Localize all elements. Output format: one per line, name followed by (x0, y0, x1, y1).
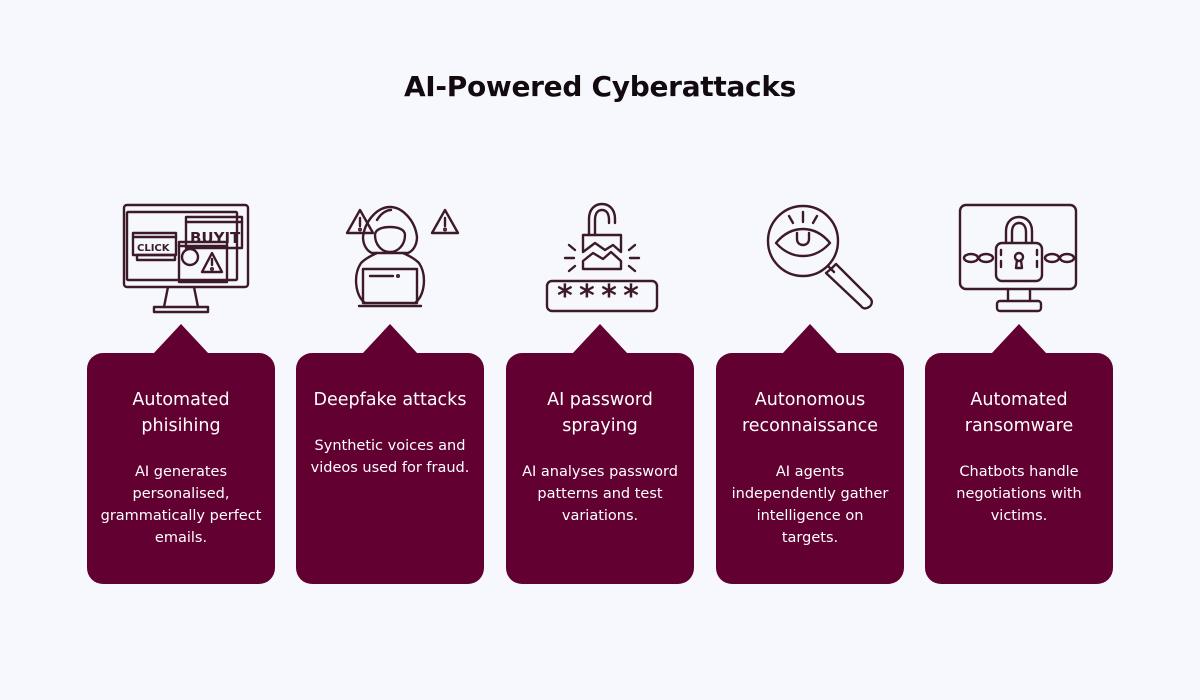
page-title: AI-Powered Cyberattacks (403, 70, 797, 103)
svg-text:CLICK: CLICK (137, 243, 171, 254)
hooded-hacker-icon (315, 195, 465, 320)
card-title: Autonomous reconnaissance (741, 390, 879, 436)
password-mask: **** (555, 279, 645, 314)
card-description: AI generates personalised, grammatically… (100, 464, 262, 546)
card-pointer (153, 324, 209, 354)
card-title: Automated phisihing (132, 390, 230, 436)
phishing-monitor-icon: BUYIT CLICK (106, 195, 256, 320)
attack-item-reconnaissance: Autonomous reconnaissance AI agents inde… (716, 195, 904, 585)
warning-icon-right (430, 208, 460, 235)
broken-lock-password-icon: **** (525, 195, 675, 320)
attack-card: Autonomous reconnaissance AI agents inde… (716, 353, 904, 584)
card-pointer (572, 324, 628, 354)
card-description: Chatbots handle negotiations with victim… (956, 464, 1082, 524)
card-description: AI analyses password patterns and test v… (522, 464, 678, 524)
attack-card: Automated phisihing AI generates persona… (87, 353, 275, 584)
attack-item-phishing: BUYIT CLICK Automated phisihing AI gener… (87, 195, 275, 585)
card-pointer (782, 324, 838, 354)
card-title: Deepfake attacks (313, 390, 467, 410)
card-title: Automated ransomware (964, 390, 1074, 436)
card-description: Synthetic voices and videos used for fra… (310, 438, 470, 476)
card-pointer (362, 324, 418, 354)
svg-text:BUYIT: BUYIT (190, 229, 241, 247)
attack-card: Deepfake attacks Synthetic voices and vi… (296, 353, 484, 584)
magnifier-eye-icon (735, 195, 885, 320)
warning-icon-left (345, 208, 375, 235)
attack-card: AI password spraying AI analyses passwor… (506, 353, 694, 584)
attack-card: Automated ransomware Chatbots handle neg… (925, 353, 1113, 584)
attack-item-deepfake: Deepfake attacks Synthetic voices and vi… (296, 195, 484, 585)
card-pointer (991, 324, 1047, 354)
attack-item-password-spraying: **** AI password spraying AI analyses pa… (506, 195, 694, 585)
locked-monitor-icon (944, 195, 1094, 320)
card-title: AI password spraying (547, 390, 653, 436)
card-description: AI agents independently gather intellige… (731, 464, 889, 546)
attack-item-ransomware: Automated ransomware Chatbots handle neg… (925, 195, 1113, 585)
